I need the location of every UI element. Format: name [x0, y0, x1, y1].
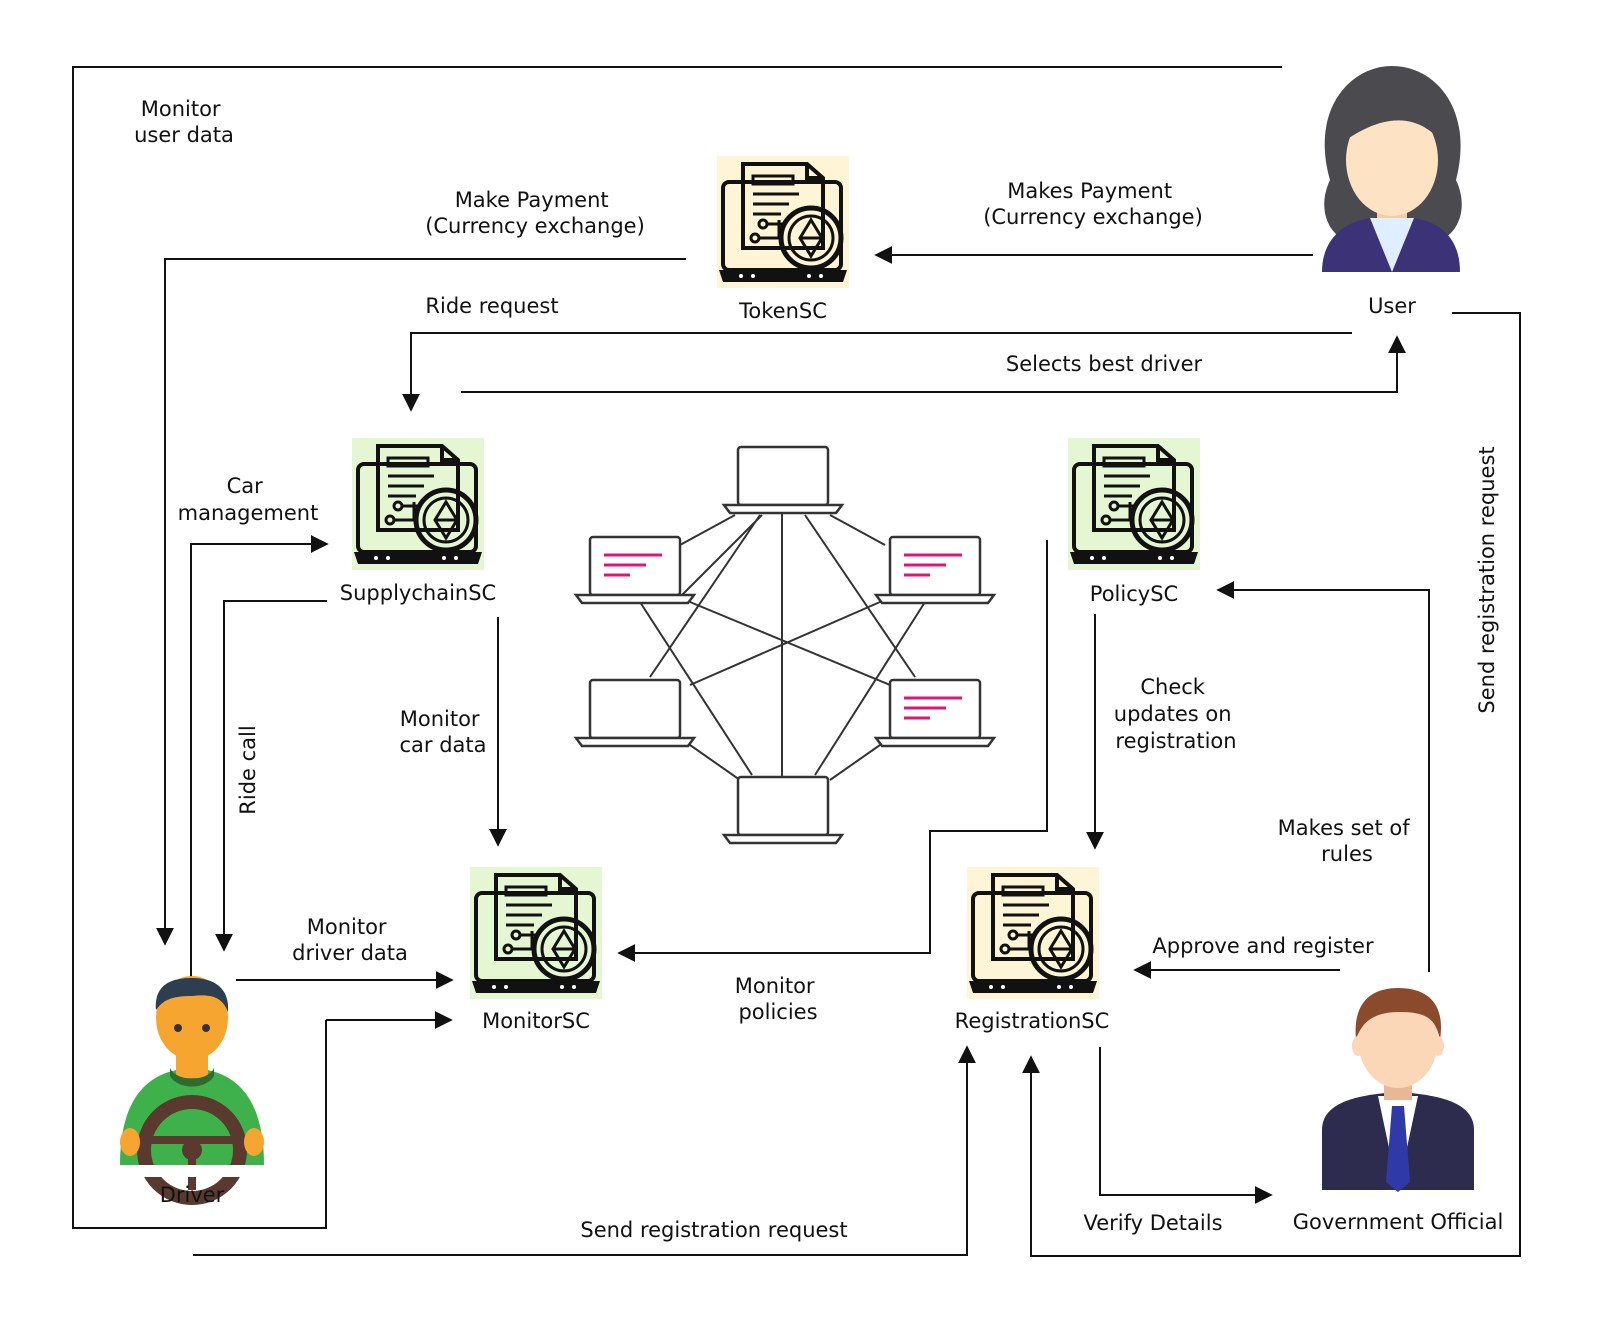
- edge-label-monitor-driver-data: Monitor driver data: [292, 915, 408, 965]
- edge-makes-set-of-rules: [1216, 581, 1430, 972]
- edge-label-selects-best-driver: Selects best driver: [1006, 352, 1203, 376]
- user-actor[interactable]: User: [1322, 66, 1462, 318]
- edge-label-ride-call: Ride call: [236, 725, 260, 814]
- monitor-contract-label: MonitorSC: [482, 1009, 590, 1033]
- driver-actor[interactable]: Driver: [118, 976, 268, 1207]
- edge-label-makes-payment: Makes Payment (Currency exchange): [983, 179, 1203, 229]
- edge-label-monitor-policies: Monitor policies: [735, 974, 822, 1024]
- edge-label-monitor-car-data: Monitor car data: [399, 707, 486, 757]
- edge-label-approve-register: Approve and register: [1152, 934, 1374, 958]
- token-contract[interactable]: TokenSC: [717, 156, 849, 323]
- edge-label-monitor-user-data: Monitor user data: [134, 97, 234, 147]
- edge-label-car-management: Car management: [178, 474, 319, 525]
- registration-contract[interactable]: RegistrationSC: [955, 867, 1110, 1033]
- edge-send-registration-right: [1022, 312, 1521, 1257]
- driver-label: Driver: [160, 1183, 225, 1207]
- edge-monitor-user-data: [72, 66, 1282, 1229]
- edge-monitor-policies: [617, 540, 1048, 962]
- token-contract-label: TokenSC: [738, 299, 827, 323]
- policy-contract[interactable]: PolicySC: [1068, 438, 1200, 606]
- edge-label-make-payment: Make Payment (Currency exchange): [425, 188, 645, 238]
- driver-icon: [118, 976, 268, 1205]
- edge-label-makes-set-of-rules: Makes set of rules: [1278, 816, 1417, 866]
- edge-send-registration-bottom: [193, 1045, 976, 1256]
- supplychain-contract[interactable]: SupplychainSC: [340, 438, 496, 605]
- laptop-network-icon: [576, 445, 994, 845]
- supplychain-contract-label: SupplychainSC: [340, 581, 496, 605]
- edge-ride-request: [402, 332, 1352, 412]
- policy-contract-label: PolicySC: [1090, 582, 1178, 606]
- edge-label-ride-request: Ride request: [425, 294, 558, 318]
- edge-make-payment: [156, 258, 686, 946]
- user-label: User: [1368, 294, 1416, 318]
- edge-ride-call: [215, 600, 327, 952]
- monitor-contract[interactable]: MonitorSC: [470, 867, 602, 1033]
- edge-label-check-updates: Check updates on registration: [1114, 675, 1238, 753]
- edge-label-send-registration-bottom: Send registration request: [580, 1218, 847, 1242]
- edge-selects-best-driver: [461, 335, 1406, 393]
- official-label: Government Official: [1293, 1210, 1504, 1234]
- registration-contract-label: RegistrationSC: [955, 1009, 1110, 1033]
- official-actor[interactable]: Government Official: [1293, 988, 1504, 1234]
- edge-verify-details: [1099, 1047, 1273, 1204]
- edge-label-verify-details: Verify Details: [1083, 1211, 1222, 1235]
- official-icon: [1322, 988, 1474, 1192]
- edge-label-send-registration-right: Send registration request: [1475, 446, 1499, 713]
- woman-user-icon: [1322, 66, 1462, 272]
- edge-car-management: [190, 535, 329, 978]
